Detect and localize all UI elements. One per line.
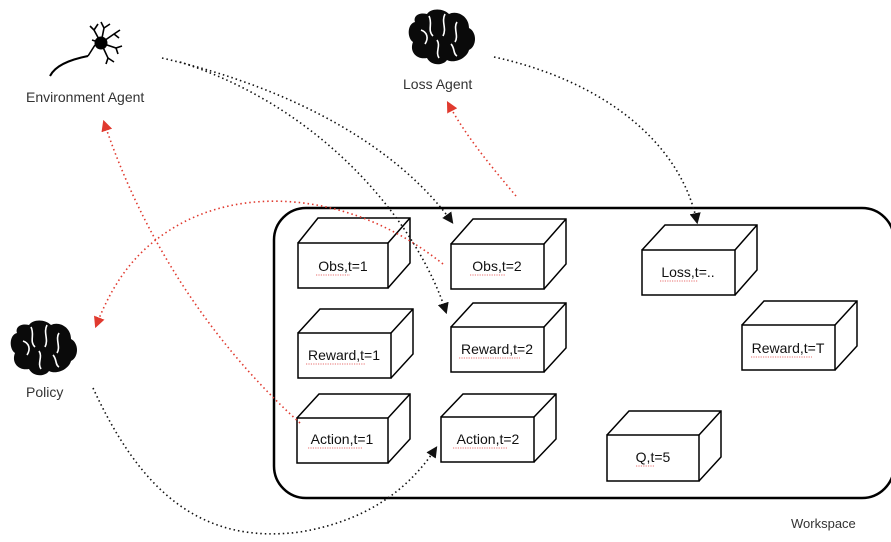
arrow-loss-agent-to-loss [493,56,701,225]
environment-agent-label: Environment Agent [26,89,145,105]
box-reward2: Reward,t=2 [450,302,567,373]
arrow-obs2-to-policy [94,200,444,329]
box-reward1: Reward,t=1 [297,308,414,379]
box-obs1: Obs,t=1 [297,217,411,289]
workspace-label: Workspace [791,516,856,531]
neuron-icon [49,21,123,77]
read-arrows [94,101,517,424]
write-arrows [92,56,701,535]
spellcheck-underlines [306,274,812,467]
box-action2: Action,t=2 [440,393,557,463]
arrow-workspace-to-loss-agent [446,101,517,197]
arrow-action1-to-env [101,119,301,424]
arrow-policy-to-action2 [92,387,438,535]
box-label-obs2: Obs,t=2 [472,258,522,274]
workspace-container [272,206,891,500]
box-rewardT: Reward,t=T [741,300,858,371]
box-loss: Loss,t=.. [641,224,758,296]
loss-agent-label: Loss Agent [403,76,473,92]
box-label-reward2: Reward,t=2 [461,341,533,357]
policy-brain-icon [10,320,78,376]
box-label-action1: Action,t=1 [311,431,374,447]
arrow-env-to-obs2 [161,57,454,224]
box-label-q5: Q,t=5 [636,449,671,465]
policy-label: Policy [26,384,64,400]
box-label-obs1: Obs,t=1 [318,258,368,274]
box-action1: Action,t=1 [296,393,411,464]
box-label-loss: Loss,t=.. [661,264,714,280]
box-q5: Q,t=5 [606,410,722,482]
brain-icon [408,9,475,65]
box-label-action2: Action,t=2 [457,431,520,447]
box-label-rewardT: Reward,t=T [752,340,825,356]
box-label-reward1: Reward,t=1 [308,347,380,363]
box-obs2: Obs,t=2 [450,218,567,290]
